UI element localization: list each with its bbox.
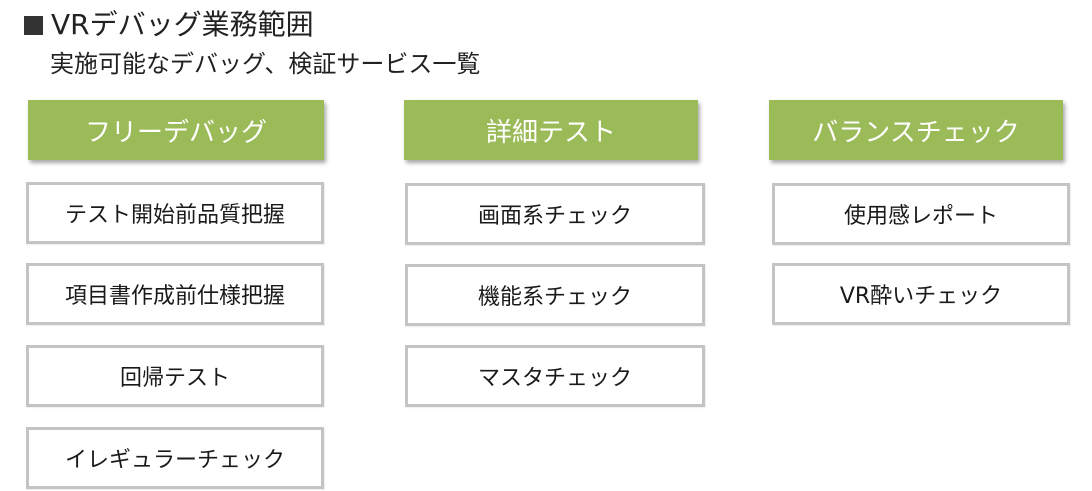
square-bullet-icon	[24, 15, 43, 35]
column-header-detailed-test: 詳細テスト	[404, 100, 698, 160]
column-header-balance-check: バランスチェック	[769, 100, 1063, 160]
item-usability-report: 使用感レポート	[772, 183, 1070, 245]
page-title: VRデバッグ業務範囲	[51, 8, 314, 41]
page-title-row: VRデバッグ業務範囲	[24, 8, 314, 42]
column-header-free-debug: フリーデバッグ	[28, 100, 324, 160]
item-master-check: マスタチェック	[405, 345, 705, 407]
item-regression-test: 回帰テスト	[26, 345, 324, 407]
item-pre-test-quality: テスト開始前品質把握	[26, 182, 324, 244]
item-function-check: 機能系チェック	[405, 264, 705, 326]
item-screen-check: 画面系チェック	[405, 183, 705, 245]
item-vr-sickness-check: VR酔いチェック	[772, 263, 1070, 325]
item-pre-spec-understanding: 項目書作成前仕様把握	[26, 263, 324, 325]
item-irregular-check: イレギュラーチェック	[26, 427, 324, 489]
page-subtitle: 実施可能なデバッグ、検証サービス一覧	[50, 50, 481, 78]
